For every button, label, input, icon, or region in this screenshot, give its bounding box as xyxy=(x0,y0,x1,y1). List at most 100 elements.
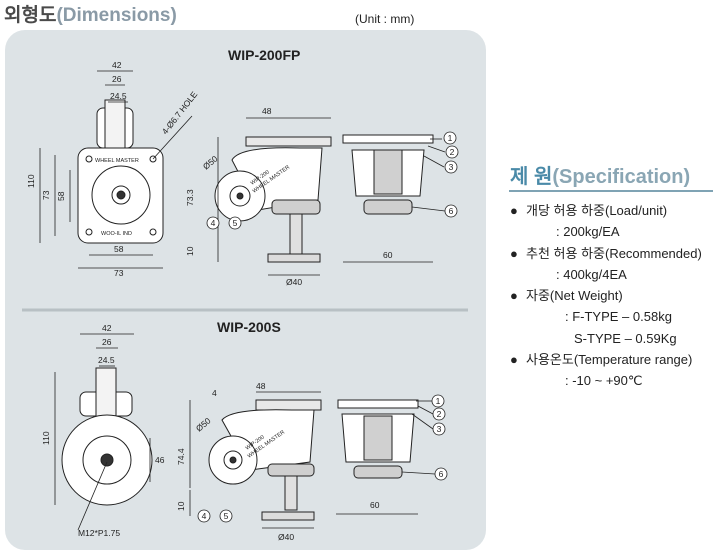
dim-s-42: 42 xyxy=(102,323,112,333)
spec-load-row: ● 개당 허용 하중(Load/unit) xyxy=(510,200,702,221)
svg-text:4: 4 xyxy=(202,511,207,521)
s-hub xyxy=(95,367,117,419)
svg-text:6: 6 xyxy=(439,469,444,479)
dim-s-4: 4 xyxy=(212,388,217,398)
dimensions-heading-ko: 외형도 xyxy=(4,5,57,26)
bolt-hole xyxy=(85,228,93,236)
dimensions-heading-en: (Dimensions) xyxy=(56,5,177,26)
leveler-top-pad xyxy=(271,199,321,215)
plate-text-wheel-master: WHEEL MASTER xyxy=(95,158,139,164)
spec-load-label: 개당 허용 하중(Load/unit) xyxy=(526,203,668,218)
callouts-fp xyxy=(206,131,459,230)
dim-s-d50: Ø50 xyxy=(194,415,213,433)
svg-text:5: 5 xyxy=(233,218,238,228)
spec-rec-row: ●추천 허용 하중(Recommended) xyxy=(510,243,702,264)
bullet-icon: ● xyxy=(510,288,518,304)
callout-5 xyxy=(228,216,242,230)
dim-s-48: 48 xyxy=(256,381,266,391)
spec-list: ●개당 허용 하중(Load/unit) : 200kg/EA ●추천 허용 하… xyxy=(510,200,702,392)
front-view-fp xyxy=(342,134,434,215)
callout-2 xyxy=(445,145,459,159)
spec-weight-s: S-TYPE – 0.59Kg xyxy=(574,330,677,346)
spec-rec-label: 추천 허용 하중(Recommended) xyxy=(526,245,702,261)
dim-s-thread: M12*P1.75 xyxy=(78,528,120,538)
s-front-wheel xyxy=(363,415,393,461)
spec-rec-value: : 400kg/4EA xyxy=(556,266,627,282)
unit-label: (Unit : mm) xyxy=(355,12,415,26)
plate-text-brand: WOO-IL IND xyxy=(101,231,132,237)
front-view-s xyxy=(337,399,419,479)
spec-temp-label: 사용온도(Temperature range) xyxy=(526,352,693,368)
model-label-wip200s: WIP-200S xyxy=(217,319,281,335)
callout-1 xyxy=(443,131,457,145)
dim-73-3: 73.3 xyxy=(185,189,195,206)
svg-text:2: 2 xyxy=(437,409,442,419)
s-front-top-plate xyxy=(337,399,419,409)
s-leveler-thread xyxy=(284,475,298,511)
front-wheel xyxy=(373,149,403,195)
model-label-wip200fp: WIP-200FP xyxy=(228,47,300,63)
dim-s-26: 26 xyxy=(102,337,112,347)
s-wheel-center xyxy=(100,453,114,467)
dim-42: 42 xyxy=(112,60,122,70)
dim-s-60: 60 xyxy=(370,500,380,510)
s-leveler-foot xyxy=(261,511,315,521)
callout-s-5 xyxy=(219,509,233,523)
callout-s-6 xyxy=(434,467,448,481)
bolt-hole xyxy=(149,228,157,236)
s-side-axle xyxy=(229,456,237,464)
spec-divider xyxy=(509,190,713,192)
dim-lines-side-view-fp xyxy=(217,117,331,276)
side-wheel-axle xyxy=(236,192,244,200)
svg-text:3: 3 xyxy=(449,162,454,172)
dim-s-110: 110 xyxy=(41,431,51,445)
svg-text:3: 3 xyxy=(437,424,442,434)
svg-text:5: 5 xyxy=(224,511,229,521)
wheel-center xyxy=(116,190,126,200)
callout-s-2 xyxy=(432,407,446,421)
dim-lines-front-view-s xyxy=(336,400,436,515)
top-view-s xyxy=(61,367,153,506)
spec-weight-label: 자중(Net Weight) xyxy=(526,288,623,304)
dim-s-74-4: 74.4 xyxy=(176,448,186,465)
dim-26: 26 xyxy=(112,74,122,84)
spec-heading-ko: 제 원 xyxy=(510,166,553,188)
dim-s-d40: Ø40 xyxy=(278,532,294,542)
callout-6 xyxy=(444,204,458,218)
wheel-hub xyxy=(104,99,126,151)
dim-60: 60 xyxy=(383,250,393,260)
spec-weight-f: : F-TYPE – 0.58kg xyxy=(565,309,672,325)
dim-10: 10 xyxy=(185,246,195,256)
svg-text:6: 6 xyxy=(449,206,454,216)
side-view-fp xyxy=(214,136,332,263)
dim-d40: Ø40 xyxy=(286,277,302,287)
spec-load-value: : 200kg/EA xyxy=(556,224,620,240)
callout-3 xyxy=(444,160,458,174)
dim-73-bottom: 73 xyxy=(114,268,124,278)
leveler-foot xyxy=(267,253,321,263)
spec-heading-en: (Specification) xyxy=(552,166,691,188)
dim-lines-front-view-fp xyxy=(343,138,446,263)
s-front-leveler-pad xyxy=(353,465,403,479)
callout-s-4 xyxy=(197,509,211,523)
svg-text:1: 1 xyxy=(436,396,441,406)
dim-lines-top-view-fp xyxy=(39,70,193,269)
dim-73: 73 xyxy=(41,190,51,200)
top-view-fp xyxy=(77,99,164,244)
callout-4 xyxy=(206,216,220,230)
dim-58: 58 xyxy=(56,191,66,201)
spec-heading: 제 원(Specification) xyxy=(510,160,690,189)
svg-text:2: 2 xyxy=(450,147,455,157)
svg-text:4: 4 xyxy=(211,218,216,228)
spec-temp-value: : -10 ~ +90℃ xyxy=(565,373,643,389)
bullet-icon: ● xyxy=(510,203,518,218)
side-view-s xyxy=(208,399,322,521)
dim-24-5: 24.5 xyxy=(110,91,127,101)
callout-s-3 xyxy=(432,422,446,436)
s-leveler-pad xyxy=(267,463,315,477)
dim-48: 48 xyxy=(262,106,272,116)
dim-58-bottom: 58 xyxy=(114,244,124,254)
dim-d50: Ø50 xyxy=(201,153,220,171)
callout-labels-s: 1 2 3 6 4 5 xyxy=(202,396,444,521)
